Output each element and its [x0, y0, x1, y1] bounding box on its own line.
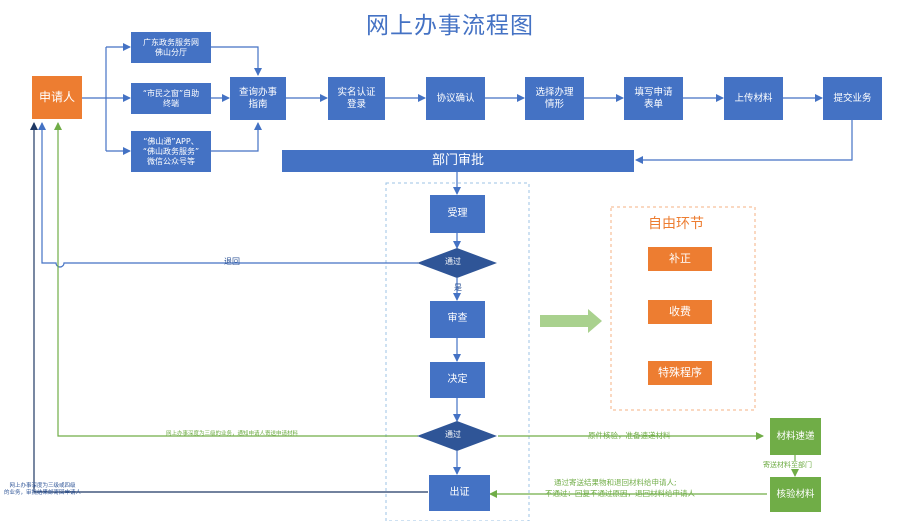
return-result-label-2: 不通过：回复不通过原因，退回材料给申请人 — [545, 489, 695, 498]
submit-node[interactable]: 提交业务 — [823, 77, 882, 120]
pass2-label: 通过 — [445, 430, 461, 439]
agreement-node[interactable]: 协议确认 — [426, 77, 485, 120]
approval-zone-border — [385, 182, 530, 521]
pass2-diamond — [417, 421, 497, 451]
free-panel-border — [610, 206, 756, 411]
return-label: 退回 — [224, 257, 240, 266]
free-panel-arrow — [540, 309, 602, 333]
foshan-app-node[interactable]: “佛山通”APP、 “佛山政务服务” 微信公众号等 — [131, 131, 211, 172]
level34-notice-label: 网上办事深度为三级或四级 的业务，审批结果邮寄回申请人 — [4, 483, 82, 496]
channel-to-guide-connector — [211, 46, 262, 152]
decision-node[interactable]: 决定 — [430, 362, 485, 398]
yes-label: 是 — [454, 283, 462, 292]
choose-case-node[interactable]: 选择办理 情形 — [525, 77, 584, 120]
free-panel-title: 自由环节 — [648, 216, 704, 232]
verify-node[interactable]: 核验材料 — [770, 477, 821, 512]
free-item-supplement[interactable]: 补正 — [648, 247, 712, 271]
guide-node[interactable]: 查询办事 指南 — [230, 77, 286, 120]
upload-node[interactable]: 上传材料 — [724, 77, 783, 120]
realname-node[interactable]: 实名认证 登录 — [328, 77, 385, 120]
applicant-branch-connector — [82, 43, 131, 155]
certificate-return-connector — [30, 122, 428, 493]
return-result-label-1: 通过寄送结果物和退回材料给申请人; — [554, 478, 677, 487]
free-item-fee[interactable]: 收费 — [648, 300, 712, 324]
original-check-label: 原件核验，准备速递材料 — [588, 431, 671, 440]
page-title: 网上办事流程图 — [366, 13, 534, 39]
citizen-window-node[interactable]: “市民之窗”自助 终端 — [131, 83, 211, 114]
send-to-dept-label: 寄送材料至部门 — [763, 461, 812, 470]
review-node[interactable]: 审查 — [430, 301, 485, 338]
level3-notice-label: 网上办事深度为三级的业务，通知申请人寄送申请材料 — [166, 431, 299, 437]
main-flow-connector — [286, 94, 853, 164]
accept-node[interactable]: 受理 — [430, 195, 485, 233]
applicant-node[interactable]: 申请人 — [32, 76, 82, 119]
free-item-special[interactable]: 特殊程序 — [648, 361, 712, 385]
certificate-node[interactable]: 出证 — [429, 475, 490, 511]
fill-form-node[interactable]: 填写申请 表单 — [624, 77, 683, 120]
express-node[interactable]: 材料速递 — [770, 418, 821, 455]
return-connector — [38, 122, 418, 268]
notice-connector — [54, 122, 418, 437]
pass1-label: 通过 — [445, 257, 461, 266]
pass1-diamond — [417, 248, 497, 278]
gd-office-node[interactable]: 广东政务服务网 佛山分厅 — [131, 32, 211, 63]
dept-review-bar[interactable]: 部门审批 — [282, 150, 634, 172]
